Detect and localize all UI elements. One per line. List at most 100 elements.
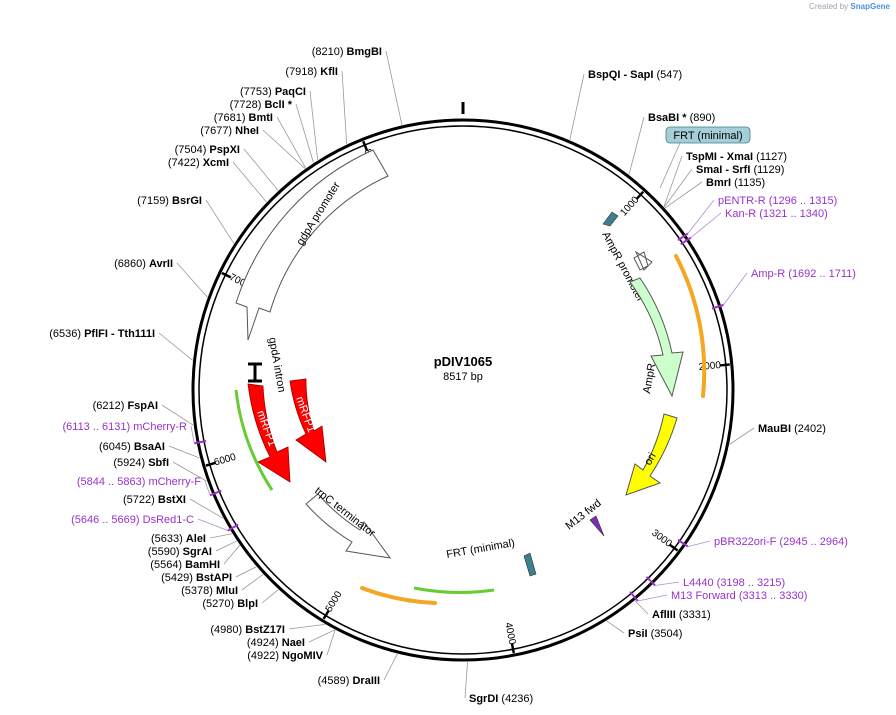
tick-label-6000: 6000 (213, 452, 238, 469)
primer-3[interactable]: pBR322ori-F (2945 .. 2964) (677, 536, 848, 548)
site-leader (663, 155, 683, 207)
site-leader (176, 262, 208, 298)
site-3[interactable]: (7728) BclI * (230, 99, 314, 163)
tick-mark-7000 (221, 271, 232, 279)
snapgene-credit: Created by SnapGene (809, 2, 890, 11)
mrfp1-inner-arrow (289, 378, 327, 463)
site-label: BsaBI * (890) (648, 112, 715, 124)
site-20[interactable]: (5270) BlpI (202, 589, 279, 610)
site-12[interactable]: (6045) BsaAI (99, 441, 200, 459)
site-label: (6045) BsaAI (99, 441, 165, 453)
site-10[interactable]: (6536) PflFI - Tth111I (49, 328, 193, 361)
tick-mark-8000 (362, 140, 369, 152)
primer-leader (690, 212, 722, 238)
site-label: (7681) BmtI (214, 112, 273, 124)
site-13[interactable]: (5924) SbfI (113, 457, 207, 482)
tick-mark-1000 (635, 190, 645, 200)
site-1[interactable]: (7918) KflI (285, 66, 348, 145)
site-label: (5429) BstAPI (161, 572, 232, 584)
site-4[interactable]: (7681) BmtI (214, 112, 307, 169)
primer-6[interactable]: (6113 .. 6131) mCherry-R (62, 421, 207, 445)
site-leader (606, 620, 625, 634)
gpdA-intron-label: gpdA intron (266, 336, 287, 393)
site-right-3[interactable]: SmaI - SrfI (1129) (663, 164, 784, 208)
primer-5[interactable]: M13 Forward (3313 .. 3330) (629, 590, 807, 602)
site-label: (7504) PspXI (175, 144, 240, 156)
ampr-arrow (629, 277, 684, 398)
site-19[interactable]: (5378) MluI (181, 574, 264, 597)
site-leader (288, 623, 326, 630)
site-16[interactable]: (5590) SgrAI (148, 540, 237, 558)
primer-1[interactable]: Kan-R (1321 .. 1340) (680, 208, 828, 246)
ori-label: ori (642, 451, 659, 468)
site-leader (729, 427, 755, 445)
primer-leader (723, 272, 748, 306)
primer-label: (5844 .. 5863) mCherry-F (77, 476, 201, 488)
site-label: (7159) BsrGI (137, 195, 202, 207)
site-right-5[interactable]: MauBI (2402) (729, 423, 826, 445)
site-9[interactable]: (6860) AvrII (114, 258, 208, 298)
site-8[interactable]: (7159) BsrGI (137, 195, 235, 244)
site-label: (7728) BclI * (230, 99, 293, 111)
site-leader (663, 168, 693, 208)
primer-8[interactable]: (5646 .. 5669) DsRed1-C (71, 514, 239, 532)
site-right-1[interactable]: BsaBI * (890) (628, 112, 715, 175)
primer-label: Amp-R (1692 .. 1711) (751, 268, 856, 280)
site-0[interactable]: (8210) BmgBI (312, 46, 403, 126)
site-label-group: (8210) BmgBI(7918) KflI(7753) PaqCI(7728… (49, 46, 856, 705)
site-24[interactable]: (4589) DraIII (318, 653, 398, 687)
primer-0[interactable]: pENTR-R (1296 .. 1315) (677, 195, 837, 242)
primer-4[interactable]: L4440 (3198 .. 3215) (645, 576, 786, 589)
site-label: (5633) AleI (151, 533, 206, 545)
site-label: (5590) SgrAI (148, 546, 212, 558)
green-arc-bottom (413, 586, 495, 594)
site-label: BmrI (1135) (706, 177, 765, 189)
orange-arc-bottom (360, 586, 437, 605)
primer-leader (204, 480, 211, 496)
snapgene-logo: SnapGene (850, 2, 890, 11)
site-right-0[interactable]: BspQI - SapI (547) (569, 69, 682, 140)
site-right-7[interactable]: PsiI (3504) (606, 620, 683, 640)
site-right-4[interactable]: BmrI (1135) (664, 177, 765, 209)
primer-label: Kan-R (1321 .. 1340) (725, 208, 828, 220)
site-leader (205, 199, 235, 244)
site-6[interactable]: (7504) PspXI (175, 144, 279, 191)
site-15[interactable]: (5633) AleI (151, 533, 233, 545)
site-label: (4980) BstZ17I (210, 624, 285, 636)
site-11[interactable]: (6212) FspAI (93, 400, 194, 426)
site-label: (7753) PaqCI (240, 86, 306, 98)
site-right-8[interactable]: SgrDI (4236) (464, 661, 533, 705)
site-label: PsiI (3504) (628, 628, 682, 640)
site-label: (5270) BlpI (202, 598, 258, 610)
site-2[interactable]: (7753) PaqCI (240, 86, 319, 161)
primer-7[interactable]: (5844 .. 5863) mCherry-F (77, 476, 222, 497)
site-22[interactable]: (4924) NaeI (247, 629, 335, 649)
site-leader (464, 661, 468, 699)
site-17[interactable]: (5564) BamHI (150, 545, 241, 571)
primer-mark (711, 303, 724, 310)
site-23[interactable]: (4922) NgoMIV (247, 629, 336, 662)
site-leader (664, 181, 703, 209)
site-right-2[interactable]: TspMI - XmaI (1127) (663, 151, 787, 207)
plasmid-name: pDIV1065 (434, 354, 493, 369)
site-label: MauBI (2402) (758, 423, 826, 435)
site-21[interactable]: (4980) BstZ17I (210, 623, 326, 636)
site-label: (6860) AvrII (114, 258, 173, 270)
site-label: (4589) DraIII (318, 675, 380, 687)
primer-label: (5646 .. 5669) DsRed1-C (71, 514, 194, 526)
site-5[interactable]: (7677) NheI (200, 125, 306, 169)
site-label: (5564) BamHI (150, 559, 220, 571)
primer-leader (197, 518, 229, 532)
site-label: (7677) NheI (200, 125, 259, 137)
site-7[interactable]: (7422) XcmI (168, 157, 267, 203)
tick-mark-3000 (668, 543, 679, 552)
site-leader (223, 545, 241, 565)
primer-2[interactable]: Amp-R (1692 .. 1711) (711, 268, 856, 310)
site-leader (215, 540, 237, 552)
site-leader (295, 103, 314, 163)
site-leader (241, 574, 264, 591)
site-right-6[interactable]: AflIII (3331) (634, 600, 711, 621)
site-14[interactable]: (5722) BstXI (123, 494, 224, 519)
site-18[interactable]: (5429) BstAPI (161, 566, 257, 584)
site-leader (326, 629, 336, 656)
